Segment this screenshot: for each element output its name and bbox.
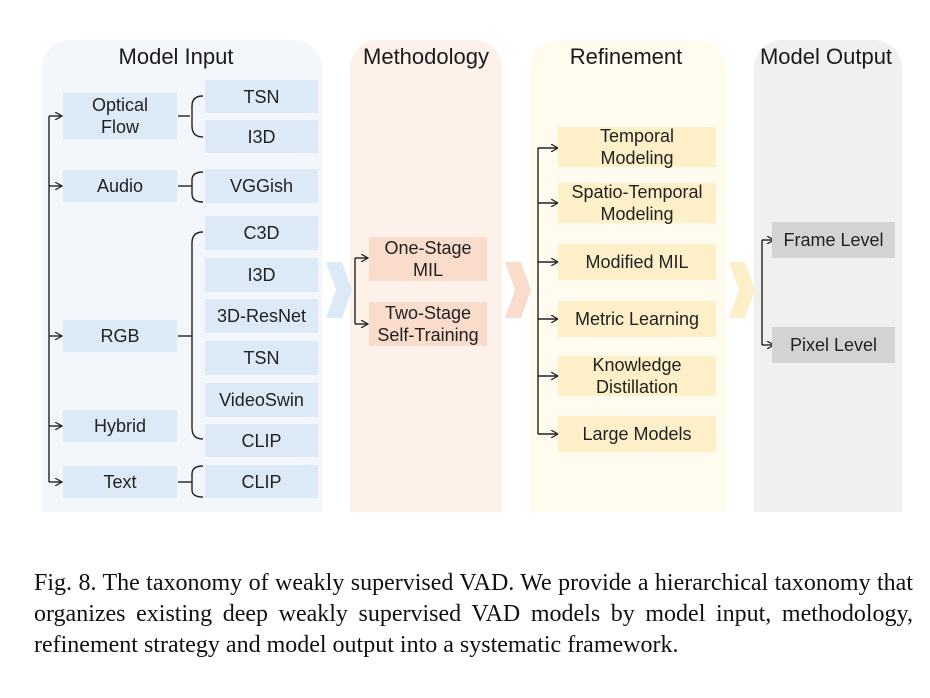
model-output-title: Model Output (759, 44, 893, 69)
model-input-title: Model Input (118, 44, 234, 69)
method-one-stage-mil: One-Stage MIL (369, 237, 487, 281)
feature-tsn: TSN (205, 341, 318, 375)
refinement-title: Refinement (569, 44, 683, 69)
refine-temporal-modeling: Temporal Modeling (558, 126, 716, 168)
feature-clip: CLIP (205, 424, 318, 457)
chevron-arrow-icon (729, 262, 755, 318)
feature-vggish: VGGish (205, 169, 318, 203)
refine-spatio-temporal-modeling: Spatio-Temporal Modeling (558, 182, 716, 224)
input-text: Text (63, 466, 177, 498)
feature-3d-resnet: 3D-ResNet (205, 299, 318, 333)
output-frame-level: Frame Level (772, 222, 895, 258)
method-two-stage-self-training: Two-Stage Self-Training (369, 302, 487, 346)
refine-large-models: Large Models (558, 416, 716, 452)
model-output-panel (754, 40, 902, 512)
input-rgb: RGB (63, 320, 177, 352)
figure-caption: Fig. 8. The taxonomy of weakly supervise… (34, 570, 913, 658)
feature-c3d: C3D (205, 216, 318, 250)
refine-metric-learning: Metric Learning (558, 301, 716, 337)
chevron-arrow-icon (505, 262, 531, 318)
feature-i3d: I3D (205, 120, 318, 153)
feature-clip: CLIP (205, 465, 318, 498)
feature-i3d: I3D (205, 258, 318, 292)
methodology-title: Methodology (363, 44, 489, 69)
refine-modified-mil: Modified MIL (558, 244, 716, 280)
feature-tsn: TSN (205, 80, 318, 113)
feature-videoswin: VideoSwin (205, 383, 318, 417)
input-optical-flow: Optical Flow (63, 93, 177, 139)
input-audio: Audio (63, 170, 177, 202)
refine-knowledge-distillation: Knowledge Distillation (558, 355, 716, 397)
chevron-arrow-icon (326, 262, 352, 318)
input-hybrid: Hybrid (63, 410, 177, 442)
output-pixel-level: Pixel Level (772, 327, 895, 363)
